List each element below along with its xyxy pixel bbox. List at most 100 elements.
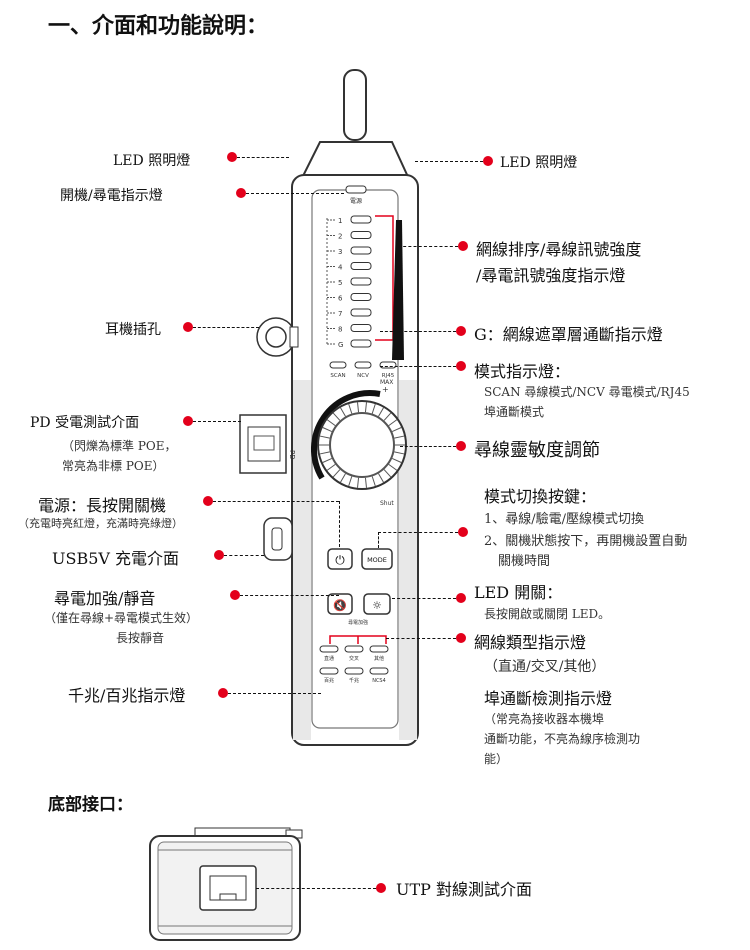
type-led [319,645,339,653]
knob-ridge [364,402,367,413]
shut-label: Shut [380,500,394,507]
led-button [363,593,391,615]
label-led-light-left: LED 照明燈 [113,153,191,169]
leader-line [380,366,456,367]
knob-ridge [378,407,384,417]
sequence-led [350,339,372,348]
section-title-bottom: 底部接口： [48,795,133,815]
label-boost: 尋電加強/靜音 [54,589,156,608]
knob-ridge [348,403,353,414]
marker-dot [203,496,213,506]
mode-desc: SCAN 尋線模式/NCV 尋電模式/RJ45 [484,385,690,399]
boost-note: （僅在尋線+尋電模式生效） [44,611,199,625]
marker-dot [456,326,466,336]
label-port-detect: 埠通斷檢測指示燈 [484,689,613,708]
mode-led-label: SCAN [330,373,345,379]
leader-line [380,331,456,332]
marker-dot [458,527,468,537]
label-mode-indicator: 模式指示燈： [474,362,571,381]
marker-dot [227,152,237,162]
mode-key-desc: 2、關機狀態按下，再開機設置自動 [484,534,688,549]
knob-ridge [319,435,330,439]
type-led-label: 千兆 [349,677,359,684]
leader-line [392,598,456,599]
leader-line [378,532,379,548]
led-number: 1 [338,217,342,225]
led-number: 6 [338,295,343,303]
knob-ridge [326,419,336,427]
label-shield: G：網線遮罩層通斷指示燈 [474,325,663,344]
knob-ridge [388,463,398,471]
label-utp: UTP 對線測試介面 [396,880,533,899]
leader-line [228,693,321,694]
knob-ridge [383,469,392,478]
label-pd-port: PD 受電測試介面 [30,415,140,431]
knob-ridge [378,473,384,483]
mode-key-desc: 關機時間 [498,554,551,569]
led-number: 2 [338,233,342,241]
svg-text:PD: PD [288,450,296,460]
type-led [369,667,389,675]
knob-ridge [357,402,360,413]
mode-led [354,361,372,369]
sequence-led [350,308,372,317]
type-led [319,667,339,675]
knob-ridge [357,477,360,488]
leader-line [237,157,289,158]
led-number: G [338,341,343,349]
leader-line [386,638,456,639]
marker-dot [483,156,493,166]
marker-dot [376,883,386,893]
leader-line [378,532,458,533]
marker-dot [183,322,193,332]
knob-ridge [394,451,405,455]
leader-line [256,888,376,889]
knob-ridge [383,412,392,421]
mode-key-desc: 1、尋線/驗電/壓線模式切換 [484,512,645,527]
type-led-label: 交叉 [349,655,359,662]
leader-line [213,501,339,502]
knob-ridge [326,463,336,471]
knob-ridge [394,435,405,439]
label-led-switch: LED 開關： [474,583,563,602]
leader-line [240,595,339,596]
plus-sign: + [382,385,389,394]
marker-dot [456,593,466,603]
label-earphone-jack: 耳機插孔 [105,322,161,338]
knob-ridge [348,476,353,487]
label-sequence-line1: 網線排序/尋線訊號強度 [476,240,642,259]
type-led-label: NCS4 [372,678,386,684]
type-led-label: 百兆 [324,677,334,684]
marker-dot [214,550,224,560]
label-power-indicator: 開機/尋電指示燈 [60,188,163,204]
knob-ridge [391,427,402,433]
pd-note: 常亮為非標 POE） [62,459,165,473]
led-number: 5 [338,279,342,287]
pd-note: （閃爍為標準 POE， [62,439,177,453]
knob-ridge [364,477,367,488]
led-number: 7 [338,310,342,318]
label-cable-type: 網線類型指示燈 [474,633,587,652]
sequence-led [350,215,372,224]
mode-desc: 埠通斷模式 [484,405,545,419]
marker-dot [236,188,246,198]
label-speed-indicator: 千兆/百兆指示燈 [68,686,186,705]
svg-text:☼: ☼ [372,599,382,612]
leader-line [400,446,456,447]
port-detect-desc: 通斷功能，不亮為線序檢測功 [484,732,641,746]
power-led-label: 電源 [350,197,362,205]
section-title: 一、介面和功能說明： [48,14,269,39]
sequence-led [350,324,372,332]
mode-button-label: MODE [367,556,387,564]
marker-dot [456,441,466,451]
sequence-led [350,262,372,270]
knob-ridge [332,412,341,421]
knob-ridge [340,473,346,483]
leader-line [193,421,241,422]
knob-ridge [371,403,376,414]
marker-dot [458,241,468,251]
